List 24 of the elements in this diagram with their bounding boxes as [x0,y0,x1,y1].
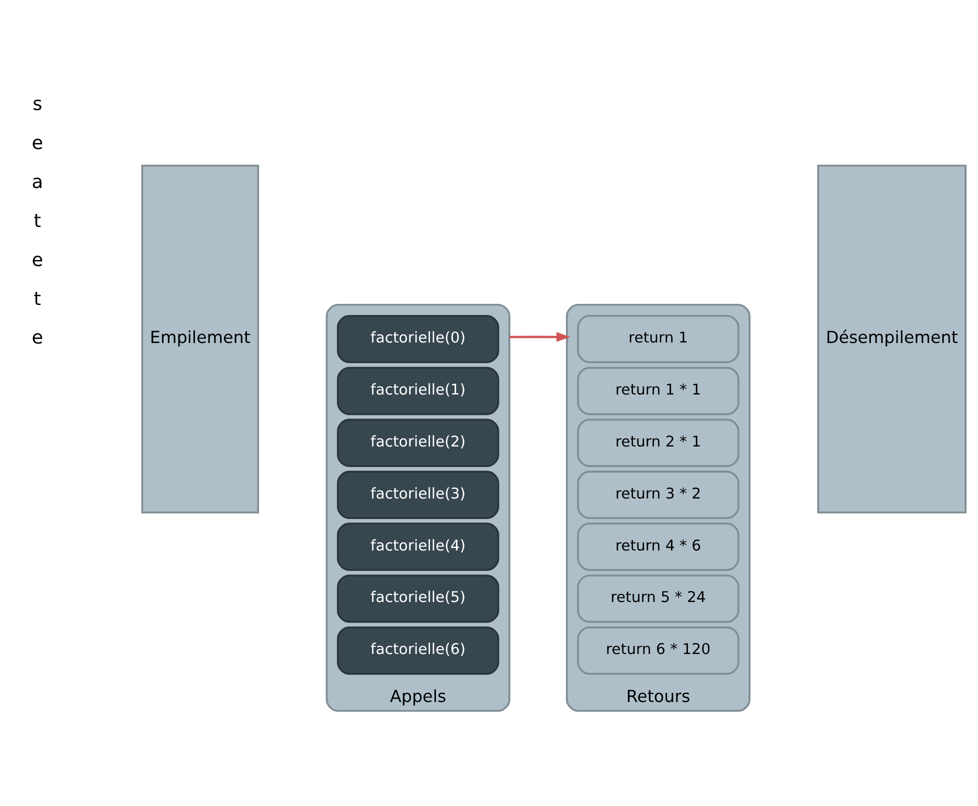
label: e [32,327,44,348]
node-box: return 1 [577,314,740,363]
label: e [32,132,44,154]
node-box: return 1 * 1 [577,366,740,415]
node-box: return 4 * 6 [577,522,740,570]
node-box: factorielle(3) [336,470,500,518]
node-box: factorielle(1) [336,366,500,415]
node-box: factorielle(0) [336,314,500,363]
node-box: return 3 * 2 [577,470,740,518]
node-box: return 5 * 24 [577,574,740,622]
label: s [32,94,42,115]
label: t [34,210,42,232]
node-box: return 6 * 120 [577,626,740,674]
node-box: factorielle(4) [336,522,500,570]
node-box: factorielle(2) [336,418,500,467]
label: t [34,288,42,310]
node-box: return 2 * 1 [577,418,740,467]
label: e [32,249,44,270]
label: a [32,171,44,192]
node-box: Empilement [141,164,260,513]
node-box: factorielle(6) [336,626,500,674]
node-box: factorielle(5) [336,574,500,622]
node-box: Désempilement [817,164,967,513]
arrow [509,332,570,342]
